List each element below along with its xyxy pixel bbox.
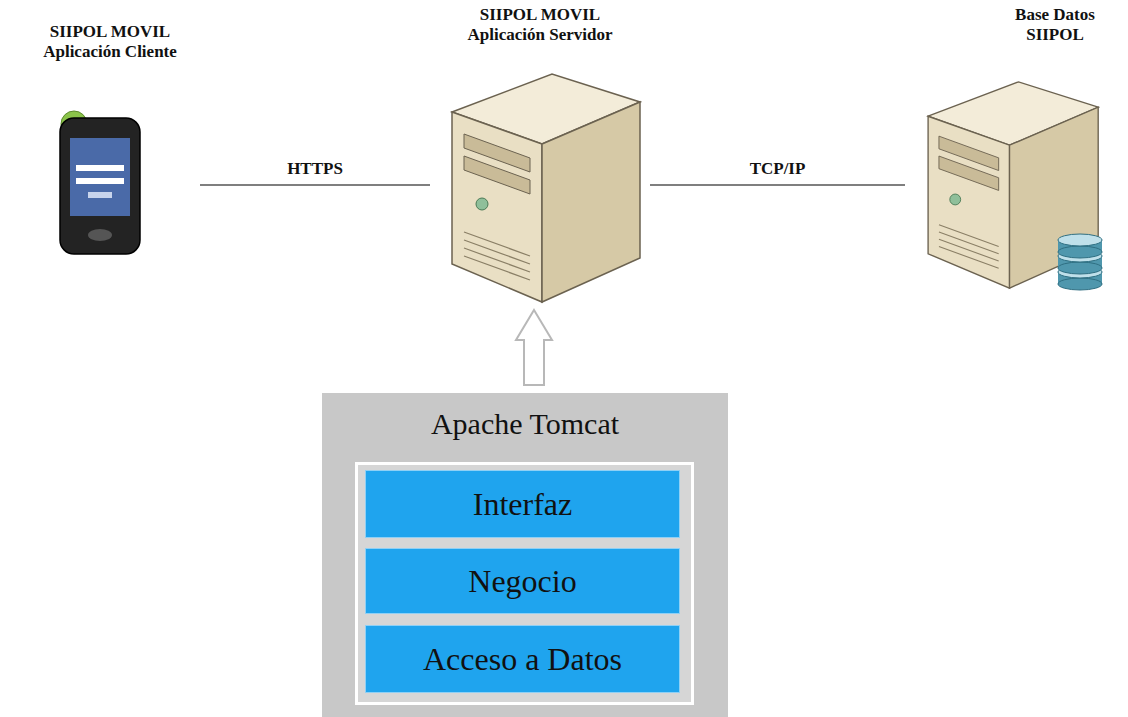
container-box: Apache TomcatInterfazNegocioAcceso a Dat…: [322, 393, 728, 717]
server-icon: [452, 74, 640, 302]
node-heading: SIIPOL MOVIL Aplicación Cliente: [25, 22, 195, 63]
login-field: [76, 165, 124, 171]
phone-icon: [60, 111, 140, 254]
container-title: Apache Tomcat: [322, 393, 728, 441]
hollow-arrow: [516, 310, 552, 385]
phone-screen: [70, 138, 130, 216]
layer-band: Negocio: [365, 548, 680, 614]
node-heading: SIIPOL MOVIL Aplicación Servidor: [445, 5, 635, 46]
phone-button: [88, 229, 112, 241]
phone-body: [60, 118, 140, 254]
protocol-label: TCP/IP: [747, 159, 809, 179]
connection-line: [650, 184, 905, 186]
login-button: [88, 192, 112, 198]
database-cylinder: [1058, 234, 1102, 290]
layer-name: Acceso a Datos: [423, 641, 622, 678]
node-heading: Base Datos SIIPOL: [990, 5, 1120, 46]
system-node: SIIPOL MOVIL Aplicación Cliente: [20, 22, 200, 262]
system-node: SIIPOL MOVIL Aplicación Servidor: [430, 5, 650, 308]
connection-line: [200, 184, 430, 186]
layer-name: Negocio: [468, 563, 576, 600]
system-node: Base Datos SIIPOL: [905, 5, 1105, 305]
protocol-label: HTTPS: [284, 159, 346, 179]
layer-band: Interfaz: [365, 470, 680, 538]
layer-name: Interfaz: [473, 486, 572, 523]
login-field: [76, 178, 124, 184]
layer-band: Acceso a Datos: [365, 625, 680, 693]
